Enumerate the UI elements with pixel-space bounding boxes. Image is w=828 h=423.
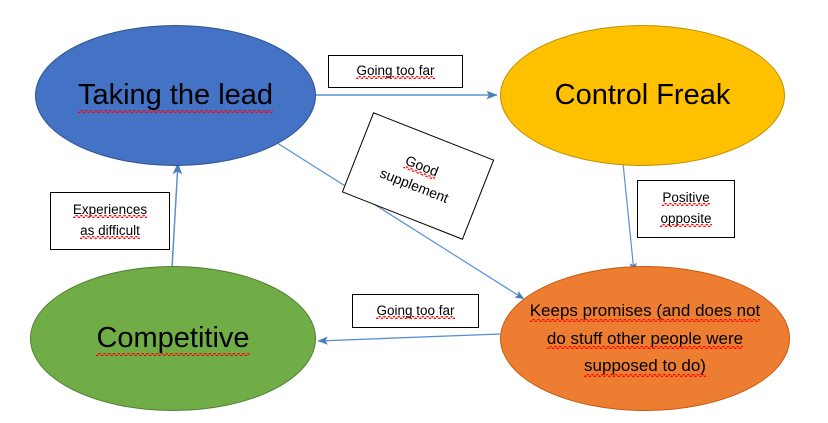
edge-label-text: Experiences as difficult [72,202,148,238]
edge-label-text: Going too far [356,63,435,79]
edge-label-going-too-far-top[interactable]: Going too far [328,55,463,88]
arrow-freak-to-promises [622,162,637,273]
node-taking-the-lead[interactable]: Taking the lead [35,25,316,166]
edge-label-good-supplement[interactable]: Good supplement [341,112,495,240]
node-competitive[interactable]: Competitive [30,266,316,411]
edge-label-text: Going too far [376,302,455,318]
edge-label-text: Good supplement [377,152,451,207]
node-keeps-promises[interactable]: Keeps promises (and does not do stuff ot… [500,266,790,411]
edge-label-going-too-far-bottom[interactable]: Going too far [352,294,479,328]
node-taking-the-lead-label: Taking the lead [77,78,274,111]
node-competitive-label: Competitive [96,321,250,354]
edge-label-experiences-as-difficult[interactable]: Experiences as difficult [50,192,170,250]
node-keeps-promises-label: Keeps promises (and does not do stuff ot… [529,301,761,376]
arrow-promises-to-competitive [317,333,501,345]
edge-label-positive-opposite[interactable]: Positive opposite [637,180,735,238]
edge-label-text: Positive opposite [660,190,712,226]
node-control-freak[interactable]: Control Freak [500,25,785,166]
node-control-freak-label: Control Freak [554,78,731,111]
arrow-competitive-to-lead [171,162,183,269]
